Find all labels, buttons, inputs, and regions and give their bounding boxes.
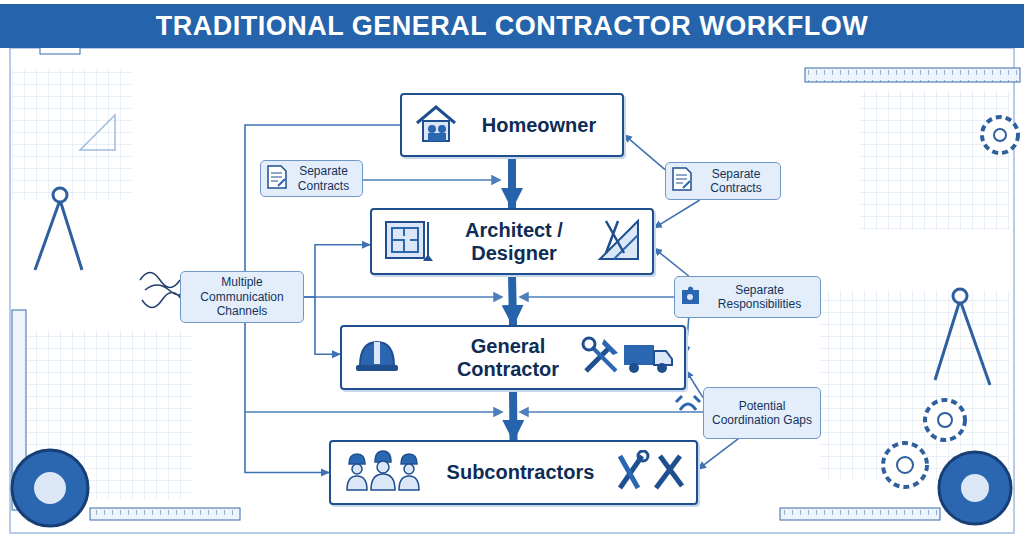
callout-box: Multiple Communication Channels xyxy=(180,271,304,322)
callout-box: Potential Coordination Gaps xyxy=(703,387,821,438)
box-label: Homeowner xyxy=(482,114,596,137)
puzzle-icon xyxy=(680,284,702,310)
doc-icon xyxy=(266,164,288,194)
box-label: Architect / Designer xyxy=(440,219,588,265)
doc-icon xyxy=(671,166,693,196)
process-box: Subcontractors xyxy=(329,440,698,505)
diagram-title: TRADITIONAL GENERAL CONTRACTOR WORKFLOW xyxy=(156,11,868,42)
callout-box: Separate Contracts xyxy=(665,162,781,200)
box-label: General Contractor xyxy=(442,335,574,381)
callout-box: Separate Contracts xyxy=(260,160,363,197)
connector-line xyxy=(304,245,370,297)
helmet-icon xyxy=(354,336,400,380)
connector-line xyxy=(624,135,665,170)
callout-label: Separate Contracts xyxy=(698,167,774,196)
connector-line xyxy=(654,200,700,228)
connector-line xyxy=(654,248,689,276)
flow-arrow xyxy=(508,157,516,208)
workers-icon xyxy=(343,450,423,496)
callout-label: Multiple Communication Channels xyxy=(187,275,297,318)
connector-line xyxy=(686,371,703,398)
truck-icon xyxy=(622,337,674,379)
callout-label: Separate Responsibilities xyxy=(705,283,814,312)
process-box: Architect / Designer xyxy=(370,208,654,275)
box-label: Subcontractors xyxy=(447,461,595,484)
flow-arrow xyxy=(512,275,513,325)
wrench-icon xyxy=(616,450,686,496)
callout-label: Potential Coordination Gaps xyxy=(710,399,814,428)
process-box: Homeowner xyxy=(400,93,624,157)
flow-arrow xyxy=(509,390,518,440)
title-bar: TRADITIONAL GENERAL CONTRACTOR WORKFLOW xyxy=(0,4,1024,48)
square-icon xyxy=(596,217,642,267)
plan-icon xyxy=(384,218,434,266)
connector-line xyxy=(686,318,689,354)
process-box: General Contractor xyxy=(340,325,686,390)
house-icon xyxy=(414,103,458,147)
connector-line xyxy=(304,297,340,354)
callout-box: Separate Responsibilities xyxy=(674,276,821,318)
tools-icon xyxy=(580,335,622,381)
connector-line xyxy=(698,439,738,470)
callout-label: Separate Contracts xyxy=(291,164,356,193)
